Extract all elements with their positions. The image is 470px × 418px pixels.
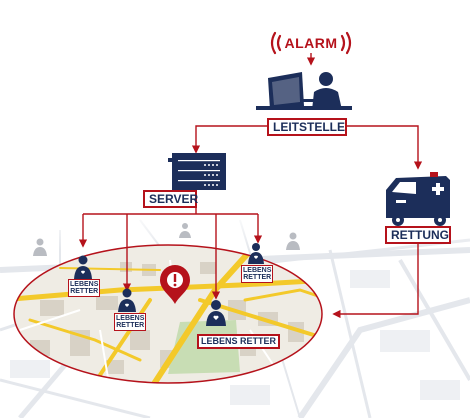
operator-desk-icon	[256, 72, 352, 110]
rescuer-label-1: LEBENS RETTER	[68, 279, 101, 297]
idle-rescuer-icon	[286, 232, 300, 250]
idle-rescuer-icon	[33, 238, 47, 256]
rettung-to-scene-arrow	[332, 243, 419, 319]
alarm-waves-icon	[270, 31, 352, 55]
alarm-label: ALARM	[284, 35, 338, 51]
rettung-label: RETTUNG	[385, 226, 451, 244]
idle-rescuer-icon	[179, 223, 191, 238]
server-rack-icon	[168, 153, 226, 190]
rescuer-label-4: LEBENS RETTER	[241, 265, 274, 283]
rescuer-icon	[74, 255, 92, 279]
rescuer-icon	[248, 243, 264, 264]
leitstelle-label: LEITSTELLE	[267, 118, 347, 136]
connectors	[78, 53, 423, 319]
ambulance-icon	[386, 172, 450, 226]
leitstelle-to-server-arrow	[191, 125, 274, 154]
rescuer-label-3: LEBENS RETTER	[197, 334, 281, 349]
rescuer-label-2: LEBENS RETTER	[114, 313, 147, 331]
rescuer-icon	[206, 300, 226, 326]
rescuer-icon	[118, 288, 136, 312]
emergency-location-pin-icon	[160, 265, 190, 304]
server-label: SERVER	[143, 190, 198, 208]
leitstelle-to-rettung-arrow	[340, 125, 423, 170]
alert-radius	[13, 244, 323, 384]
